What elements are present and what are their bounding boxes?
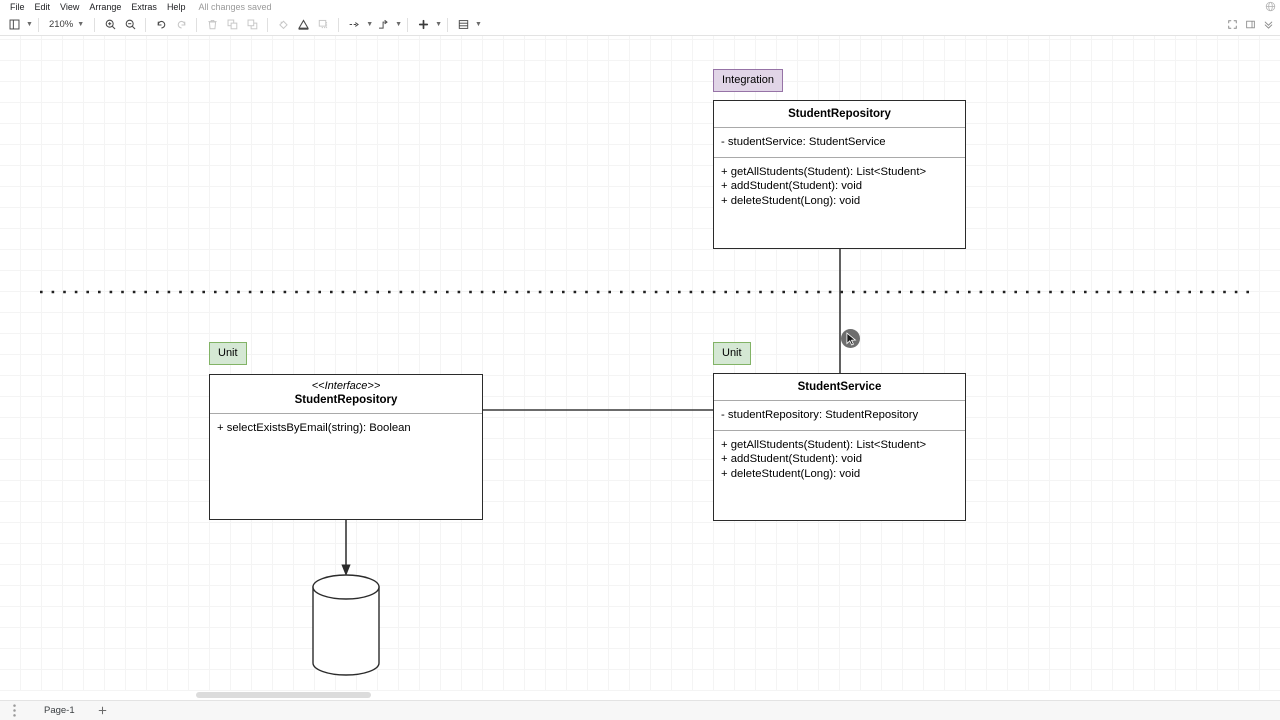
class-student-service[interactable]: StudentService - studentRepository: Stud… (713, 373, 966, 521)
insert-icon[interactable] (414, 16, 432, 34)
zoom-in-icon[interactable] (101, 16, 119, 34)
toolbar: ▼ 210% ▼ (0, 14, 1280, 36)
fill-color-icon[interactable] (274, 16, 292, 34)
table-caret[interactable]: ▼ (475, 21, 482, 28)
horizontal-scrollbar-track[interactable] (0, 691, 1280, 700)
to-front-icon[interactable] (223, 16, 241, 34)
class-divider (714, 400, 965, 401)
toolbar-separator (407, 17, 409, 32)
waypoint-style-caret[interactable]: ▼ (395, 21, 403, 28)
save-status-label: All changes saved (198, 2, 272, 12)
toolbar-separator (447, 17, 448, 32)
method-row: + deleteStudent(Long): void (721, 194, 861, 207)
waypoint-style-icon[interactable] (374, 16, 392, 34)
badge-integration-label: Integration (722, 74, 774, 86)
zoom-control[interactable]: 210% ▼ (44, 16, 87, 34)
menu-help[interactable]: Help (166, 2, 186, 12)
collapse-icon[interactable] (1263, 17, 1274, 35)
shadow-icon[interactable] (314, 16, 332, 34)
to-back-icon[interactable] (243, 16, 261, 34)
view-panel-icon[interactable] (5, 16, 23, 34)
menu-extras[interactable]: Extras (131, 2, 157, 12)
menu-file[interactable]: File (10, 2, 25, 12)
method-row: + getAllStudents(Student): List<Student> (721, 165, 927, 178)
class-attributes: + selectExistsByEmail(string): Boolean (210, 414, 482, 443)
toolbar-separator (94, 17, 96, 32)
class-attributes: - studentService: StudentService (714, 128, 965, 157)
toolbar-separator (37, 17, 39, 32)
connection-style-icon[interactable] (345, 16, 363, 34)
zoom-level-label: 210% (48, 19, 74, 30)
database-cylinder[interactable] (312, 574, 380, 676)
view-panel-caret[interactable]: ▼ (26, 21, 33, 28)
connector-layer (40, 249, 1258, 676)
format-panel-icon[interactable] (1245, 17, 1256, 35)
class-title: <<Interface>> StudentRepository (210, 375, 482, 413)
zoom-out-icon[interactable] (121, 16, 139, 34)
class-divider (714, 127, 965, 128)
class-divider (714, 429, 965, 431)
window-controls (1227, 17, 1274, 35)
table-icon[interactable] (454, 16, 472, 34)
toolbar-separator (196, 17, 198, 32)
toolbar-separator (145, 17, 147, 32)
class-title: StudentRepository (788, 108, 891, 120)
diagram-canvas[interactable]: Integration StudentRepository - studentS… (0, 36, 1280, 691)
method-row: + deleteStudent(Long): void (721, 467, 861, 480)
more-vertical-icon[interactable] (6, 703, 22, 719)
menu-view[interactable]: View (60, 2, 80, 12)
arrowhead-icon (341, 564, 351, 576)
method-row: + addStudent(Student): void (721, 180, 862, 192)
mouse-pointer-icon (846, 332, 857, 347)
badge-unit-left-label: Unit (218, 347, 238, 359)
class-divider (714, 156, 965, 158)
menu-bar-right-group (1265, 1, 1276, 12)
toolbar-separator (338, 17, 340, 32)
globe-icon[interactable] (1265, 1, 1276, 12)
menu-arrange[interactable]: Arrange (89, 2, 122, 12)
method-row: + getAllStudents(Student): List<Student> (721, 438, 927, 451)
horizontal-scrollbar-thumb[interactable] (196, 692, 371, 698)
class-attributes: - studentRepository: StudentRepository (714, 401, 965, 430)
fullscreen-icon[interactable] (1227, 17, 1238, 35)
page-footer: Page-1 (0, 700, 1280, 720)
zoom-caret-icon: ▼ (77, 21, 85, 28)
class-student-repository-interface[interactable]: <<Interface>> StudentRepository + select… (209, 374, 483, 520)
redo-icon[interactable] (172, 16, 190, 34)
line-color-icon[interactable] (294, 16, 312, 34)
class-methods: + getAllStudents(Student): List<Student>… (714, 158, 965, 216)
class-student-repository-integration[interactable]: StudentRepository - studentService: Stud… (713, 100, 966, 249)
attribute-row: + selectExistsByEmail(string): Boolean (217, 422, 411, 434)
plus-icon[interactable] (95, 703, 111, 719)
class-title-text: StudentRepository (294, 394, 398, 406)
toolbar-separator (267, 17, 269, 32)
attribute-row: - studentService: StudentService (721, 136, 886, 148)
class-divider (210, 413, 482, 414)
delete-icon[interactable] (203, 16, 221, 34)
menu-bar: File Edit View Arrange Extras Help All c… (0, 0, 1280, 14)
badge-integration[interactable]: Integration (713, 69, 783, 92)
class-stereotype: <<Interface>> (311, 380, 381, 392)
badge-unit-left[interactable]: Unit (209, 342, 247, 365)
connection-style-caret[interactable]: ▼ (366, 21, 374, 28)
method-row: + addStudent(Student): void (721, 453, 862, 465)
undo-icon[interactable] (152, 16, 170, 34)
menu-edit[interactable]: Edit (34, 2, 51, 12)
class-methods: + getAllStudents(Student): List<Student>… (714, 431, 965, 489)
page-tab-page-1[interactable]: Page-1 (44, 705, 75, 716)
attribute-row: - studentRepository: StudentRepository (721, 409, 919, 421)
badge-unit-right-label: Unit (722, 347, 742, 359)
insert-caret[interactable]: ▼ (435, 21, 442, 28)
class-title: StudentService (797, 381, 882, 393)
badge-unit-right[interactable]: Unit (713, 342, 751, 365)
